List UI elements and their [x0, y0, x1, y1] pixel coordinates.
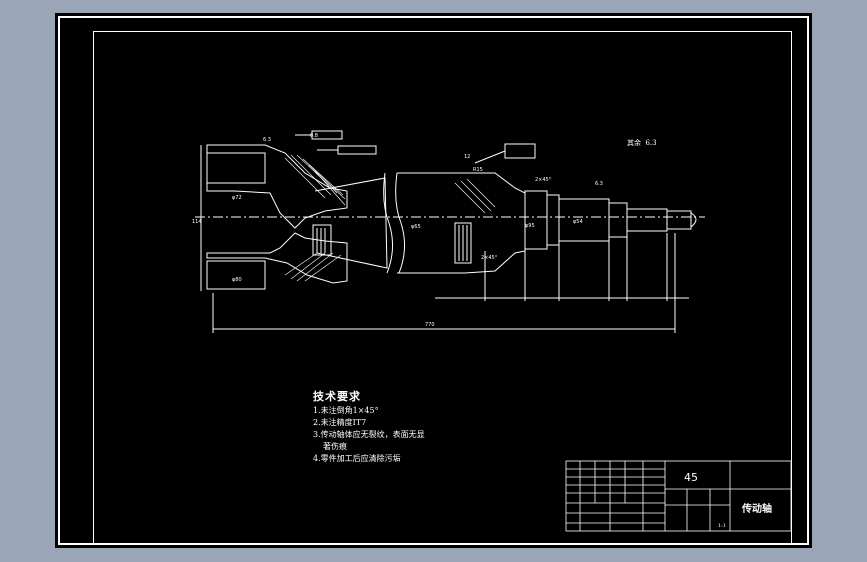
spline-left [312, 224, 332, 256]
hatch-lower [284, 252, 342, 282]
dim-label-8: 2×45° [535, 177, 552, 183]
yoke-upper-arm [206, 144, 348, 229]
requirement-item: 2.未注精度IT7 [313, 418, 367, 427]
requirements-title: 技术要求 [313, 390, 361, 403]
requirement-item: 著伤痕 [323, 442, 347, 451]
break-line-right [395, 172, 405, 274]
dim-label-9: 2×45° [481, 255, 498, 261]
roughness-note: 其余 6.3 [627, 139, 657, 147]
break-line-left [383, 172, 393, 274]
hatch-mid [454, 178, 496, 214]
step-6 [666, 210, 692, 230]
title-block-grid [565, 460, 792, 532]
requirement-item: 1.未注倒角1×45° [313, 406, 379, 415]
step-2 [546, 194, 560, 246]
shaft-end [690, 212, 697, 228]
material-label: 45 [684, 471, 698, 484]
yoke-lower-arm [206, 232, 348, 284]
dim-label-5: φ80 [232, 277, 242, 283]
dim-label-0: 6.3 [263, 137, 271, 143]
title-block: 45 传动轴 1:1 [566, 461, 791, 531]
dim-label-11: φ54 [573, 219, 583, 225]
overall-length-label: 770 [425, 322, 435, 328]
step-4 [608, 202, 628, 238]
height-label: 114 [192, 219, 202, 225]
part-name: 传动轴 [742, 504, 772, 515]
dim-label-4: φ72 [232, 195, 242, 201]
yoke-lower-eye [206, 260, 266, 290]
requirement-item: 3.传动轴体应无裂纹，表面无显 [313, 430, 425, 439]
tolerance-frame-3 [504, 143, 536, 159]
tolerance-frame-2 [337, 145, 377, 155]
dim-label-6: φ65 [411, 224, 421, 230]
dim-label-7: φ95 [525, 223, 535, 229]
dim-label-1: 0.8 [310, 133, 318, 139]
dim-label-10: 6.3 [595, 181, 603, 187]
drawing-viewport[interactable]: 6.3 0.8 12 R15 φ72 φ80 φ65 φ95 2×45° 2×4… [55, 13, 812, 548]
drawing-frame [93, 31, 792, 545]
dim-label-3: R15 [473, 167, 483, 173]
shaft-neck [314, 177, 388, 269]
scale-label: 1:1 [718, 523, 727, 529]
requirement-item: 4.零件加工后应清除污垢 [313, 454, 401, 463]
step-5 [626, 208, 668, 232]
step-3 [558, 198, 610, 242]
spline-right [454, 222, 472, 264]
technical-requirements: 技术要求 1.未注倒角1×45° 2.未注精度IT7 3.传动轴体应无裂纹，表面… [313, 391, 425, 465]
yoke-upper-eye [206, 152, 266, 184]
dim-label-2: 12 [464, 154, 470, 160]
shaft-drawing: 6.3 0.8 12 R15 φ72 φ80 φ65 φ95 2×45° 2×4… [192, 130, 792, 532]
step-1 [524, 190, 548, 250]
